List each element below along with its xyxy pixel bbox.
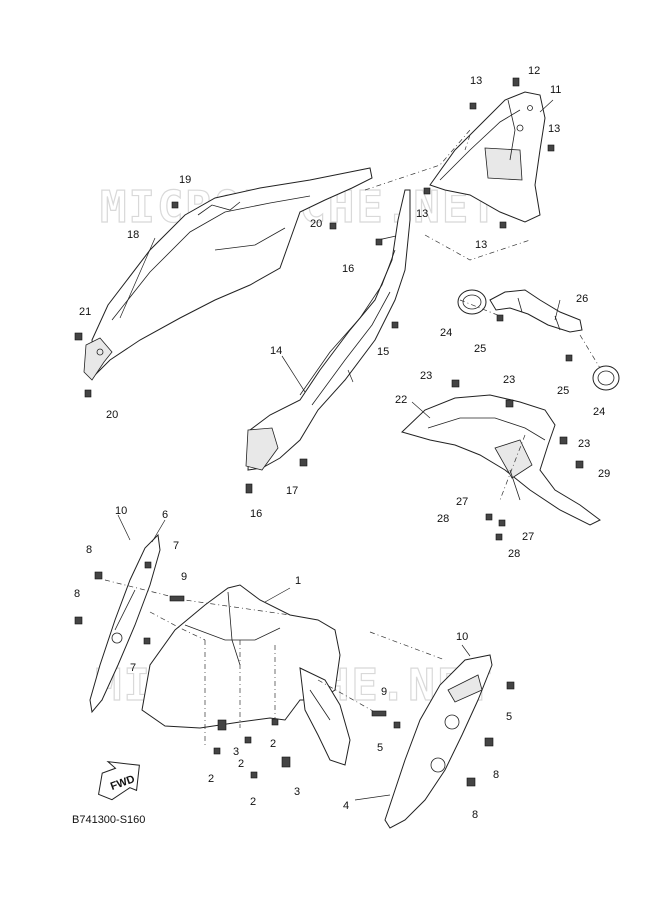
bracket-part-11 [429,91,546,223]
callout-8: 8 [493,769,499,781]
callout-labels: 1 2 2 2 2 3 3 4 5 5 6 7 7 8 8 8 8 9 9 10… [74,65,610,821]
callout-7: 7 [173,540,179,552]
callout-2: 2 [238,758,244,770]
callout-22: 22 [395,394,407,406]
callout-4: 4 [343,800,349,812]
callout-11: 11 [550,84,561,96]
callout-2: 2 [270,738,276,750]
rear-fender-part-22 [401,394,601,526]
callout-1: 1 [295,575,301,587]
callout-10: 10 [115,505,127,517]
catalog-code: B741300-S160 [72,814,145,826]
callout-25: 25 [557,385,569,397]
callout-7: 7 [130,662,136,674]
callout-8: 8 [86,544,92,556]
callout-6: 6 [162,509,168,521]
callout-13: 13 [548,123,560,135]
callout-12: 12 [528,65,540,77]
callout-20: 20 [310,218,322,230]
callout-5: 5 [506,711,512,723]
fwd-arrow-icon: FWD [97,761,140,801]
callout-17: 17 [286,485,298,497]
callout-16: 16 [342,263,354,275]
callout-9: 9 [181,571,187,583]
front-fender-part-1 [141,584,351,766]
callout-leaders [117,99,561,801]
callout-23: 23 [578,438,590,450]
callout-13: 13 [470,75,482,87]
callout-26: 26 [576,293,588,305]
callout-2: 2 [250,796,256,808]
callout-8: 8 [472,809,478,821]
callout-5: 5 [377,742,383,754]
callout-24: 24 [440,327,452,339]
assembly-lines [104,129,601,748]
callout-25: 25 [474,343,486,355]
reflector-right-part-24 [592,365,620,391]
callout-20: 20 [106,409,118,421]
callout-9: 9 [381,686,387,698]
callout-15: 15 [377,346,389,358]
callout-28: 28 [508,548,520,560]
callout-24: 24 [593,406,605,418]
callout-28: 28 [437,513,449,525]
callout-8: 8 [74,588,80,600]
callout-27: 27 [522,531,534,543]
callout-21: 21 [79,306,91,318]
callout-10: 10 [456,631,468,643]
callout-27: 27 [456,496,468,508]
hardware [74,77,584,787]
callout-14: 14 [270,345,282,357]
callout-29: 29 [598,468,610,480]
callout-3: 3 [294,786,300,798]
callout-16: 16 [250,508,262,520]
fork-cover-right-part-4 [384,654,493,829]
callout-23: 23 [420,370,432,382]
fork-cover-left-part-6 [89,533,161,714]
callout-13: 13 [475,239,487,251]
inner-panel-part-14 [245,189,411,471]
side-cover-part-18 [83,167,373,381]
callout-18: 18 [127,229,139,241]
callout-23: 23 [503,374,515,386]
callout-19: 19 [179,174,191,186]
callout-13: 13 [416,208,428,220]
callout-3: 3 [233,746,239,758]
callout-2: 2 [208,773,214,785]
reflector-left-part-24 [457,289,487,315]
reflector-bracket-part-26 [489,289,583,333]
